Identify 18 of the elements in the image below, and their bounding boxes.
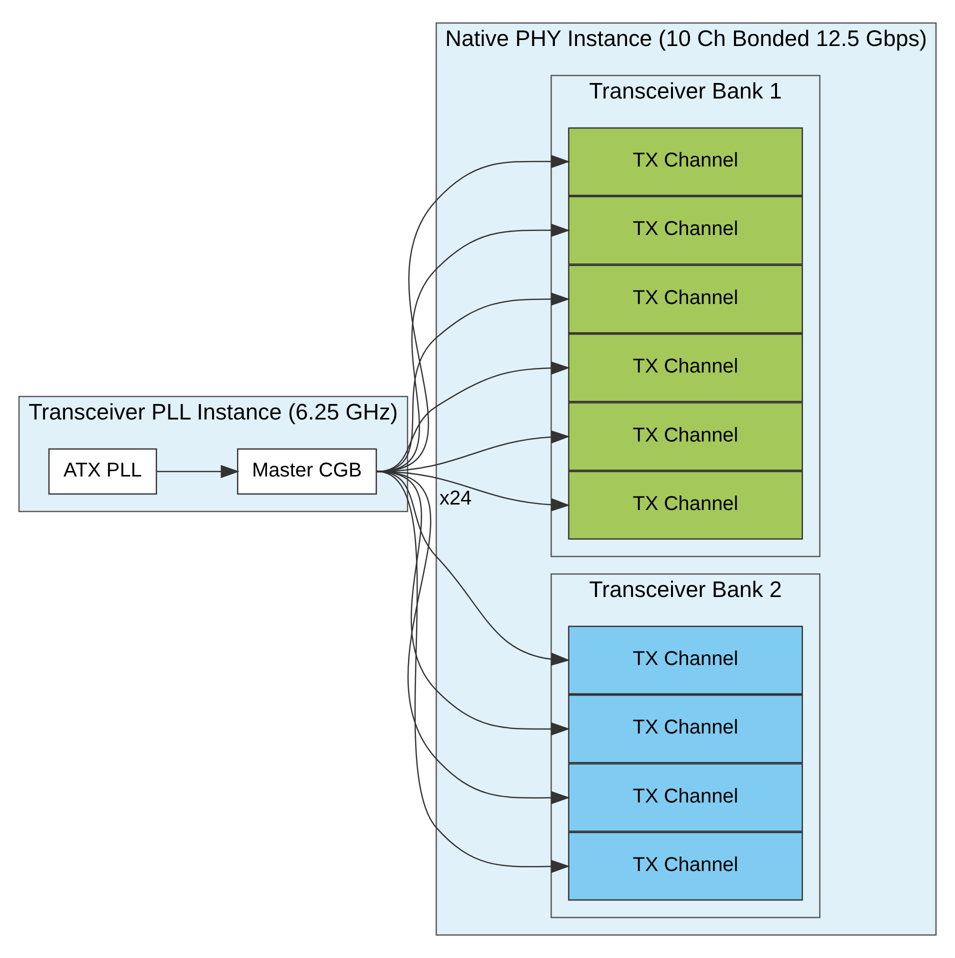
node-box: TX Channel <box>568 196 803 265</box>
node-box: TX Channel <box>568 264 803 334</box>
arrow <box>156 464 240 478</box>
arrow <box>376 470 570 666</box>
node-box: TX Channel <box>568 470 803 540</box>
arrow <box>376 470 570 873</box>
node-box: TX Channel <box>568 127 803 196</box>
node-box: TX Channel <box>568 333 803 402</box>
node-box: TX Channel <box>568 402 803 471</box>
node-box: TX Channel <box>568 832 803 901</box>
node-box: TX Channel <box>568 626 803 694</box>
node-box: Master CGB <box>237 448 377 495</box>
node-box: ATX PLL <box>48 448 158 495</box>
edge-label: x24 <box>439 487 472 510</box>
arrow <box>376 470 570 736</box>
arrow <box>376 470 570 804</box>
node-box: TX Channel <box>568 694 803 764</box>
node-box: TX Channel <box>568 763 803 832</box>
